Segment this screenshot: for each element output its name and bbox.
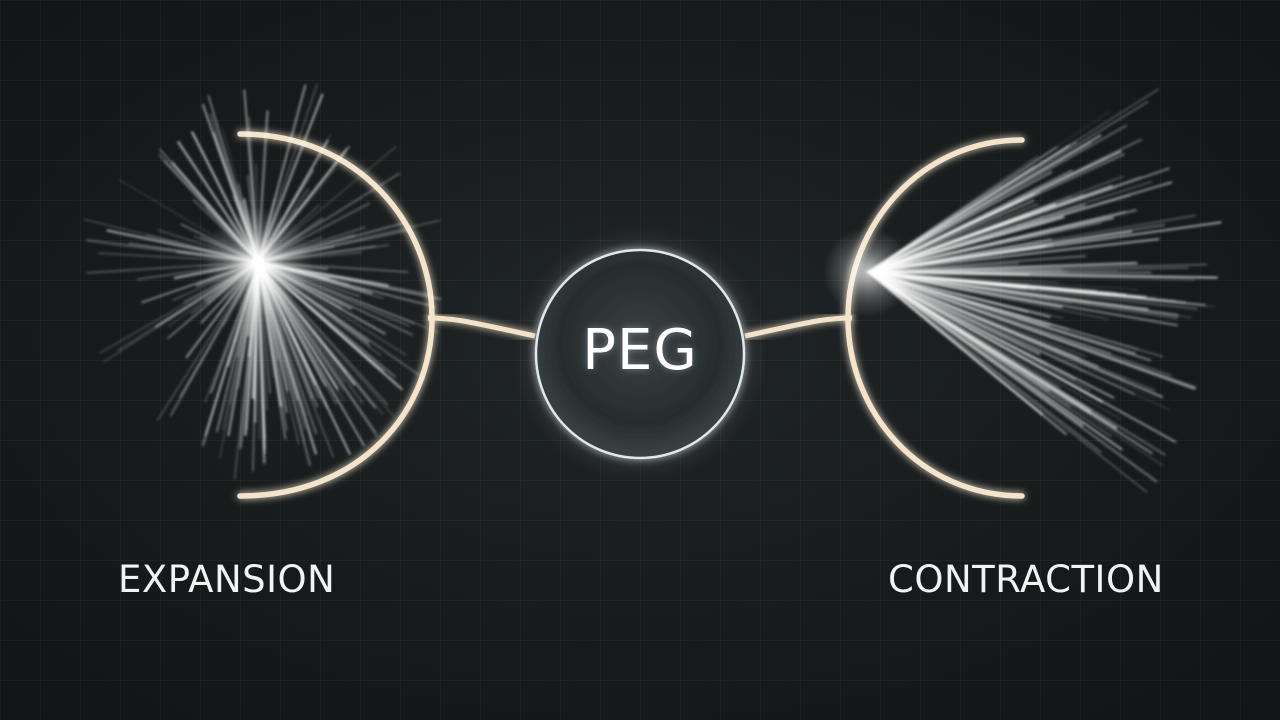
light-ray (867, 271, 1157, 400)
light-ray (867, 167, 1170, 273)
contraction-arc (845, 137, 1025, 499)
light-ray (866, 270, 1158, 483)
light-ray (867, 271, 1115, 399)
peg-sphere (534, 248, 746, 460)
light-ray (867, 271, 1175, 443)
contraction-label: CONTRACTION (888, 558, 1164, 601)
contraction-burst (866, 88, 1222, 493)
light-ray (867, 271, 1156, 392)
light-ray (867, 238, 1160, 273)
light-ray (867, 271, 1178, 327)
light-ray (867, 181, 1153, 273)
light-ray (867, 271, 1139, 290)
light-ray (867, 271, 1139, 350)
light-ray (867, 271, 1137, 355)
light-ray (867, 271, 1149, 311)
light-ray (867, 271, 1197, 389)
peg-label: PEG (582, 318, 698, 383)
light-ray (867, 153, 1125, 273)
light-ray (867, 271, 1121, 420)
expansion-label: EXPANSION (118, 558, 336, 601)
light-ray (867, 271, 1102, 453)
